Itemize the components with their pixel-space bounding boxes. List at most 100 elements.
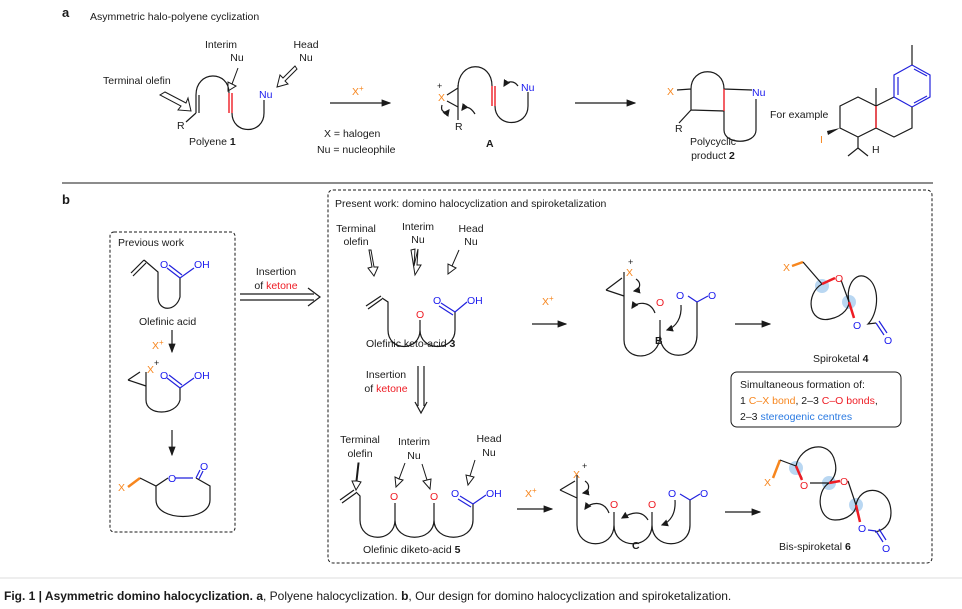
x-label: X <box>118 482 125 494</box>
r-group-label: R <box>177 120 185 132</box>
carbonyl-o: O <box>433 295 441 307</box>
r-group-label: R <box>675 123 683 135</box>
terminal-olefin-label: Terminal olefin <box>103 75 171 87</box>
carbonyl-o: O <box>884 335 892 347</box>
polyene-1: Terminal olefin Interim Nu Head Nu Nu R … <box>103 39 319 148</box>
ketone-o-1: O <box>610 499 618 511</box>
bis-spiroketal-label: Bis-spiroketal 6 <box>779 541 851 553</box>
reagent-label: X+ <box>352 84 364 98</box>
ketone-o: O <box>416 309 424 321</box>
x-label: X <box>783 262 790 274</box>
carbonyl-o: O <box>160 370 168 382</box>
ring-o: O <box>835 273 843 285</box>
insertion-arrow-1: Insertion of ketone <box>240 266 321 307</box>
spiroketal-label: Spiroketal 4 <box>813 353 869 365</box>
previous-work-box: Previous work O OH Olefinic acid X+ X + … <box>109 231 236 533</box>
hollow-arrow-icon <box>227 67 239 92</box>
carbonyl-o: O <box>451 488 459 500</box>
nu-label: Nu <box>521 82 535 94</box>
intermediate-c: X + O O O O C <box>559 461 708 552</box>
hollow-arrow-icon <box>351 462 362 492</box>
interim-label: Interim <box>398 436 430 448</box>
spiroketal-4: X O O O Spiroketal 4 <box>783 260 892 365</box>
intermediate-c-label: C <box>632 540 640 552</box>
intermediate-b: X + O O O B <box>605 257 716 357</box>
x-label: X <box>764 477 771 489</box>
interim-label: Interim <box>402 221 434 233</box>
nu-label: Nu <box>407 450 421 462</box>
nu-label: Nu <box>752 87 766 99</box>
panel-a: a Asymmetric halo-polyene cyclization Te… <box>62 5 931 162</box>
carbonyl-o: O <box>200 461 208 473</box>
hydroxyl-oh: OH <box>194 259 210 271</box>
example-steroid: For example I H <box>770 45 931 157</box>
keto-acid-label: Olefinic keto-acid 3 <box>366 338 455 350</box>
halonium-x: X <box>626 267 633 279</box>
panel-a-title: Asymmetric halo-polyene cyclization <box>90 11 259 23</box>
insertion-label: Insertion <box>256 266 296 278</box>
carboxylate-o: O <box>676 290 684 302</box>
hollow-arrow-icon <box>410 248 422 277</box>
nucleophile-definition: Nu = nucleophile <box>317 144 396 156</box>
plus-charge: + <box>437 81 442 91</box>
ketone-o-2: O <box>430 491 438 503</box>
terminal-label: Terminal <box>340 434 380 446</box>
product-label-2: product 2 <box>691 150 735 162</box>
hollow-arrow-icon <box>367 249 379 277</box>
interim-nu-label-2: Nu <box>230 52 244 64</box>
plus-charge: + <box>154 358 159 368</box>
hydroxyl-oh: OH <box>486 488 502 500</box>
olefin-label: olefin <box>347 448 372 460</box>
diketo-acid-label: Olefinic diketo-acid 5 <box>363 544 461 556</box>
plus-charge: + <box>628 257 633 267</box>
r-group-label: R <box>455 121 463 133</box>
insertion-arrow-2: Insertion of ketone <box>364 366 428 415</box>
halonium-x: X <box>438 92 445 104</box>
nu-label: Nu <box>482 447 496 459</box>
nu-label: Nu <box>259 89 273 101</box>
carboxylate-o-2: O <box>708 290 716 302</box>
insertion-label: Insertion <box>366 369 406 381</box>
reagent-label: X+ <box>152 338 164 352</box>
figure-caption: Fig. 1 | Asymmetric domino halocyclizati… <box>4 589 731 603</box>
carbonyl-o: O <box>882 543 890 555</box>
previous-work-title: Previous work <box>118 237 185 249</box>
halonium-x: X <box>147 364 154 376</box>
nu-label: Nu <box>464 236 478 248</box>
hydroxyl-oh: OH <box>467 295 483 307</box>
olefin-label: olefin <box>343 236 368 248</box>
olefinic-keto-acid-3: Terminal olefin Interim Nu Head Nu O O O… <box>336 221 484 350</box>
present-work-box: Present work: domino halocyclization and… <box>327 189 933 564</box>
intermediate-b-label: B <box>655 335 663 347</box>
carbonyl-o: O <box>160 259 168 271</box>
hollow-arrow-icon <box>276 65 298 88</box>
reagent-label: X+ <box>525 486 537 500</box>
hollow-arrow-icon <box>394 462 406 489</box>
hydroxyl-oh: OH <box>194 370 210 382</box>
panel-b-letter: b <box>62 192 70 207</box>
ring-o-1: O <box>800 480 808 492</box>
ketone-o: O <box>656 297 664 309</box>
x-label: X <box>667 86 674 98</box>
panel-b: b Previous work O OH Olefinic acid X+ X … <box>62 189 933 564</box>
bis-spiroketal-6: X O O O O Bis-spiroketal 6 <box>764 446 892 555</box>
head-label: Head <box>458 223 483 235</box>
terminal-label: Terminal <box>336 223 376 235</box>
hollow-arrow-icon <box>158 91 192 112</box>
head-nu-label: Head <box>293 39 318 51</box>
intermediate-a-label: A <box>486 138 494 150</box>
olefinic-diketo-acid-5: Terminal olefin Interim Nu Head Nu O O O… <box>339 433 502 556</box>
hydrogen-label: H <box>872 144 880 156</box>
ketone-label: of ketone <box>254 280 297 292</box>
summary-box: Simultaneous formation of: 1 C–X bond, 2… <box>730 371 902 428</box>
head-label: Head <box>476 433 501 445</box>
lactone-o: O <box>858 523 866 535</box>
carboxylate-o: O <box>668 488 676 500</box>
head-nu-label-2: Nu <box>299 52 313 64</box>
ketone-o-1: O <box>390 491 398 503</box>
ketone-o-2: O <box>648 499 656 511</box>
carboxylate-o-2: O <box>700 488 708 500</box>
intermediate-a: + X Nu R A <box>437 66 535 150</box>
reagent-label: X+ <box>542 294 554 308</box>
